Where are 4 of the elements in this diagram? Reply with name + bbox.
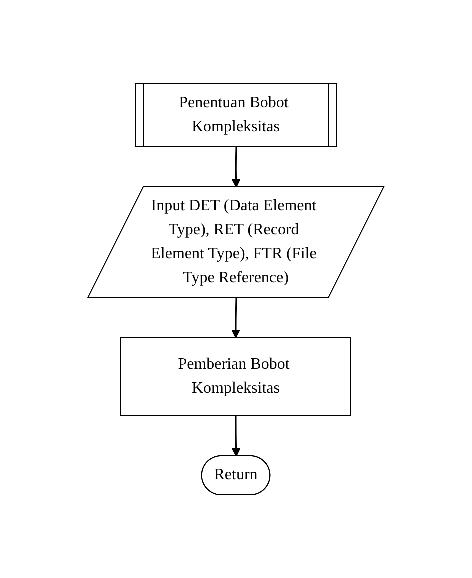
arrow [232,416,241,456]
node-box: Pemberian Bobot Kompleksitas [120,337,352,416]
arrow [232,146,241,188]
arrow [232,298,240,338]
